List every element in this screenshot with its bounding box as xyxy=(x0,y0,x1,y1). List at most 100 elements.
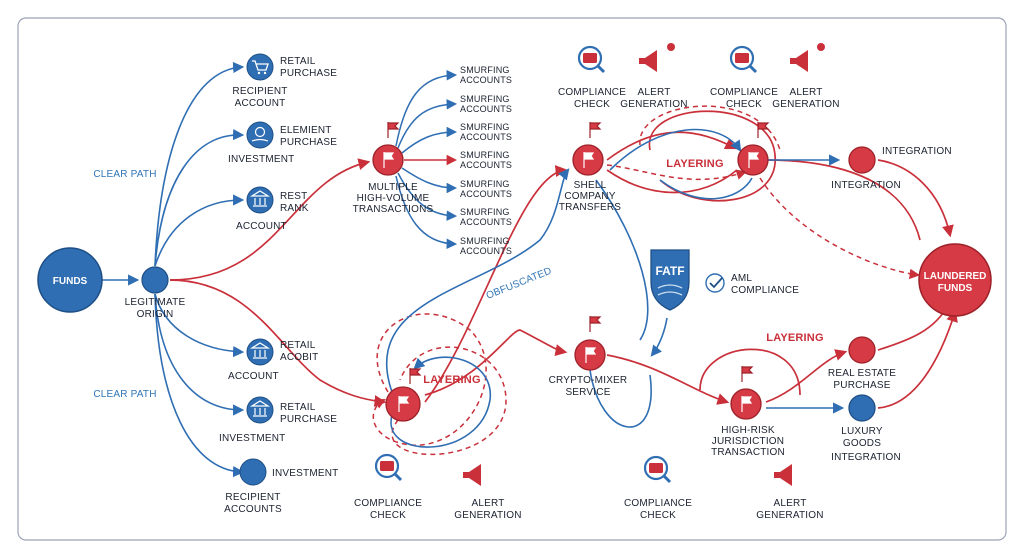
legit-label: INVESTMENT xyxy=(272,468,338,479)
smurf-label: SMURFING xyxy=(460,179,510,189)
monitor-label: COMPLIANCE xyxy=(558,87,626,98)
smurf-label: ACCOUNTS xyxy=(460,160,512,170)
aml-compliance: AML COMPLIANCE xyxy=(705,273,799,296)
stage-label: MULTIPLE xyxy=(368,182,418,193)
swirl-1 xyxy=(390,356,491,448)
legit-item-2: ELEMIENT PURCHASE INVESTMENT xyxy=(228,121,337,165)
smurf-label: SMURFING xyxy=(460,236,510,246)
compliance-check-4: COMPLIANCE CHECK xyxy=(624,455,692,521)
shield-waves xyxy=(657,284,683,296)
legitimate-origin-node xyxy=(141,266,169,294)
legit-sub: ACCOUNT xyxy=(235,98,286,109)
edge-crypto-highrisk xyxy=(606,354,730,405)
monitor-label: ALERT xyxy=(773,498,806,509)
card-glyph xyxy=(583,53,597,63)
megaphone-icon xyxy=(639,50,657,72)
real-estate-label: REAL ESTATE xyxy=(828,368,896,379)
cart-glyph xyxy=(252,60,269,71)
compliance-check-2: COMPLIANCE CHECK xyxy=(710,45,778,110)
cart-wheel xyxy=(263,71,267,75)
check-circle-icon xyxy=(705,273,725,293)
luxury-circle xyxy=(848,394,876,422)
edge-layer-shell xyxy=(424,165,568,403)
funds-node xyxy=(37,247,103,313)
monitor-label: CHECK xyxy=(640,510,676,521)
origin-label-2: ORIGIN xyxy=(137,309,174,320)
legit-sub: ACCOUNTS xyxy=(224,504,282,515)
stage-label: HIGH-VOLUME xyxy=(357,193,430,204)
legit-item-5: RETAIL PURCHASE INVESTMENT xyxy=(219,396,337,444)
monitor-label: ALERT xyxy=(637,87,670,98)
monitor-label: GENERATION xyxy=(620,99,687,110)
monitor-label: CHECK xyxy=(726,99,762,110)
smurf-label: ACCOUNTS xyxy=(460,189,512,199)
smurf-label: SMURFING xyxy=(460,150,510,160)
stage-label: JURISDICTION xyxy=(712,436,784,447)
edge-origin-layer xyxy=(169,279,387,407)
legit-label: RANK xyxy=(280,203,309,214)
alert-generation-4: ALERT GENERATION xyxy=(756,464,823,521)
smurf-label: SMURFING xyxy=(460,207,510,217)
edge-shell-layer xyxy=(606,131,738,161)
legit-item-6: INVESTMENT RECIPIENT ACCOUNTS xyxy=(224,458,338,515)
red-flag-node xyxy=(372,144,404,176)
legit-sub: RECIPIENT xyxy=(232,86,287,97)
stage-label: SHELL xyxy=(574,180,607,191)
dashed-layer-to-laundered xyxy=(759,177,921,280)
legit-label: RETAIL xyxy=(280,340,316,351)
luxury-label: LUXURY xyxy=(841,426,883,437)
edge-highrisk-realestate xyxy=(765,349,848,403)
compliance-check-3: COMPLIANCE CHECK xyxy=(354,453,422,521)
card-glyph xyxy=(735,53,749,63)
legit-label: PURCHASE xyxy=(280,68,337,79)
magnifier-icon xyxy=(374,453,400,479)
monitor-label: COMPLIANCE xyxy=(354,498,422,509)
magnifier-icon xyxy=(729,45,755,71)
laundered-label-1: LAUNDERED xyxy=(924,271,987,282)
megaphone-icon xyxy=(774,464,792,486)
edge-layer-crypto xyxy=(424,329,568,396)
legit-label: PURCHASE xyxy=(280,137,337,148)
fatf-label: FATF xyxy=(655,264,684,278)
legit-sub: INVESTMENT xyxy=(228,154,294,165)
magnifier-handle xyxy=(393,472,403,482)
layering-label: LAYERING xyxy=(766,332,823,344)
laundered-label-2: FUNDS xyxy=(938,283,973,294)
smurf-label: ACCOUNTS xyxy=(460,104,512,114)
legit-item-1: RETAIL PURCHASE RECIPIENT ACCOUNT xyxy=(232,53,337,109)
edge-investment xyxy=(154,293,245,478)
magnifier-icon xyxy=(643,455,669,481)
magnifier-icon xyxy=(577,45,603,71)
flag-icon xyxy=(583,152,595,168)
stage-label: HIGH-RISK xyxy=(721,425,775,436)
crypto-mixer-node: CRYPTO-MIXER SERVICE xyxy=(549,316,627,398)
circle-icon xyxy=(239,458,267,486)
smurf-label: ACCOUNTS xyxy=(460,246,512,256)
edge-retail-purchase-2 xyxy=(154,293,245,416)
edge-retail-acobit xyxy=(154,293,245,358)
red-flag-node xyxy=(730,388,762,420)
stage-label: TRANSACTION xyxy=(711,447,785,458)
obfuscated-edges xyxy=(385,128,845,448)
real-estate-label: PURCHASE xyxy=(833,380,890,391)
layering-loop-top xyxy=(648,110,776,202)
legit-label: PURCHASE xyxy=(280,414,337,425)
alert-generation-3: ALERT GENERATION xyxy=(454,464,521,521)
monitor-label: COMPLIANCE xyxy=(624,498,692,509)
loop-layer-outer-2 xyxy=(391,346,507,456)
smurf-edge xyxy=(397,172,458,221)
funds-label: FUNDS xyxy=(53,276,88,287)
red-flag-node xyxy=(385,386,421,422)
monitor-label: CHECK xyxy=(574,99,610,110)
integration-node: INTEGRATION INTEGRATION xyxy=(831,146,951,191)
smurf-label: ACCOUNTS xyxy=(460,132,512,142)
edge-luxury-laundered xyxy=(877,309,958,409)
monitor-label: COMPLIANCE xyxy=(710,87,778,98)
smurfing-edges xyxy=(395,69,458,250)
monitor-label: CHECK xyxy=(370,510,406,521)
flag-icon xyxy=(748,152,760,168)
real-estate-node: REAL ESTATE PURCHASE xyxy=(828,336,896,391)
card-glyph xyxy=(380,461,394,471)
multiple-transactions-node: MULTIPLE HIGH-VOLUME TRANSACTIONS xyxy=(353,122,433,215)
